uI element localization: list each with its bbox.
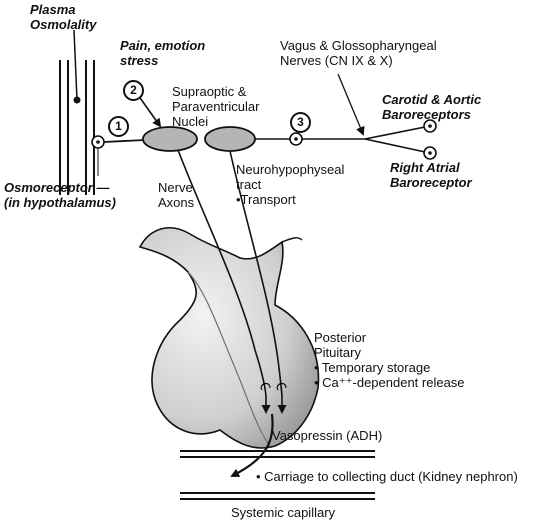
plasma-vessel [60, 30, 94, 195]
label-posterior-pituitary: Posterior Pituitary • Temporary storage … [314, 330, 465, 390]
marker-3: 3 [290, 112, 311, 133]
label-nerve-axons: Nerve Axons [158, 180, 194, 210]
osmoreceptor-node [92, 136, 145, 176]
label-right-atrial: Right Atrial Baroreceptor [390, 160, 472, 190]
label-carotid-aortic: Carotid & Aortic Baroreceptors [382, 92, 481, 122]
supraoptic-nucleus [143, 127, 197, 151]
label-neurohypophyseal-tract: Neurohypophyseal tract •Transport [236, 162, 344, 207]
label-osmoreceptor: Osmoreceptor — (in hypothalamus) [4, 180, 116, 210]
pain-arrow [138, 95, 160, 126]
label-nuclei: Supraoptic & Paraventricular Nuclei [172, 84, 259, 129]
label-vasopressin: Vasopressin (ADH) [272, 428, 382, 443]
label-carriage: • Carriage to collecting duct (Kidney ne… [256, 469, 518, 484]
marker-1: 1 [108, 116, 129, 137]
label-systemic-capillary: Systemic capillary [231, 505, 335, 520]
paraventricular-nucleus [205, 127, 255, 151]
label-vagus-glossopharyngeal: Vagus & Glossopharyngeal Nerves (CN IX &… [280, 38, 437, 68]
marker-2: 2 [123, 80, 144, 101]
label-pain-emotion-stress: Pain, emotion stress [120, 38, 205, 68]
pituitary-gland [140, 228, 318, 448]
label-plasma-osmolality: Plasma Osmolality [30, 2, 96, 32]
